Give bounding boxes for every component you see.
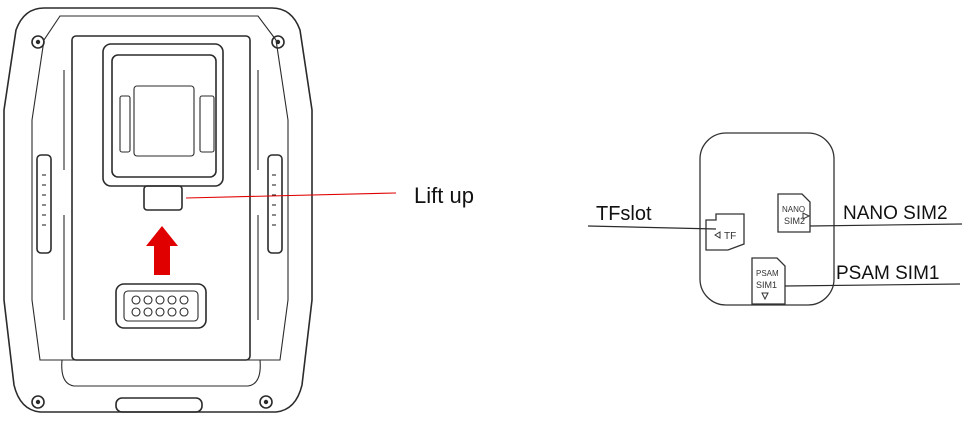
psam-sim1-marking-line2: SIM1: [756, 280, 777, 290]
callout-leader-line: [185, 192, 397, 199]
triangle-left-icon: [714, 231, 721, 239]
side-button-left: [36, 154, 52, 254]
pogo-connector: [115, 283, 207, 329]
slot-layout-panel: TF NANO SIM2 PSAM SIM1 TFslot NANO SIM2 …: [587, 132, 963, 306]
slot-panel-outline: [699, 132, 835, 306]
battery-compartment: [71, 35, 251, 361]
tf-slot-label: TFslot: [596, 203, 652, 225]
triangle-down-icon: [761, 292, 769, 301]
device-back-view: Lift up: [3, 7, 474, 413]
tf-slot-leader-line: [587, 225, 717, 230]
callout-label-lift-up: Lift up: [414, 183, 474, 208]
psam-sim1-leader-line: [784, 283, 961, 287]
psam-sim1-marking-line1: PSAM: [756, 269, 779, 278]
screw-icon: [31, 395, 45, 409]
lift-tab: [143, 185, 183, 211]
strap-slot: [115, 397, 203, 413]
card-slot-cover: [102, 43, 224, 187]
device-outer-frame: [3, 7, 313, 413]
device-inner-frame: [31, 15, 289, 361]
psam-sim1-card: PSAM SIM1: [751, 257, 786, 305]
tf-card: TF: [705, 213, 745, 251]
nano-sim2-marking-line1: NANO: [782, 205, 805, 214]
side-button-right: [267, 154, 283, 254]
psam-sim1-label: PSAM SIM1: [836, 263, 939, 284]
tf-card-marking: TF: [724, 231, 736, 242]
nano-sim2-leader-line: [809, 223, 963, 227]
arrow-up-icon: [146, 226, 178, 275]
nano-sim2-card: NANO SIM2: [777, 193, 811, 233]
nano-sim2-marking-line2: SIM2: [784, 216, 805, 226]
nano-sim2-label: NANO SIM2: [843, 203, 948, 224]
screw-icon: [31, 35, 45, 49]
screw-icon: [259, 395, 273, 409]
screw-icon: [271, 35, 285, 49]
triangle-right-icon: [802, 212, 811, 220]
